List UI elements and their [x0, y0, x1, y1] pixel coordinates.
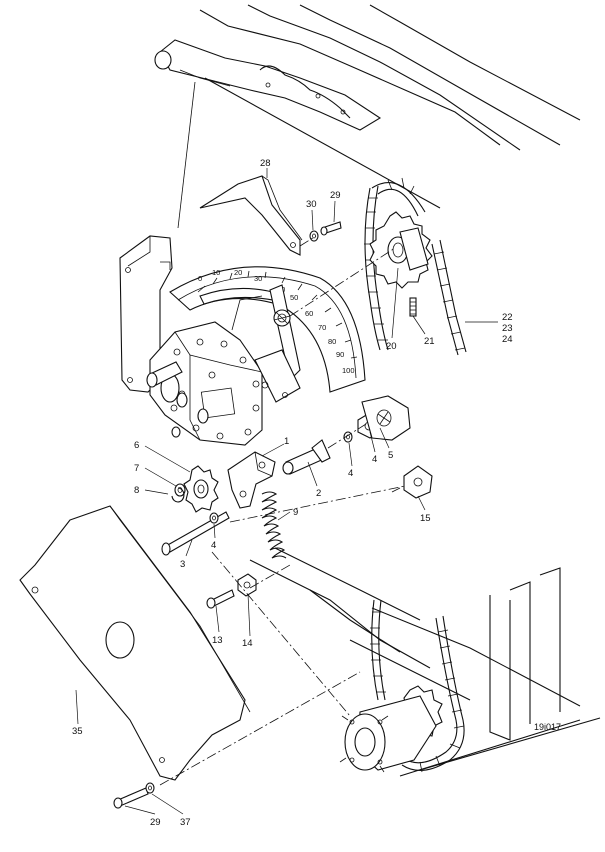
scale-label-0: 0 — [198, 274, 202, 283]
scale-label-60: 60 — [305, 309, 313, 318]
bolt-29-lower — [113, 787, 149, 809]
callout-14: 14 — [242, 638, 253, 649]
callout-22: 22 — [502, 312, 513, 323]
washer-30 — [309, 230, 319, 242]
drive-hub — [339, 695, 437, 773]
callout-7: 7 — [134, 463, 139, 474]
gearbox-input-shaft — [146, 361, 183, 388]
callout-37: 37 — [180, 817, 191, 828]
callout-5: 5 — [388, 450, 393, 461]
callout-1: 1 — [284, 436, 289, 447]
circlip-8 — [171, 487, 185, 503]
callout-4-mid: 4 — [372, 454, 377, 465]
frame-beam-top — [154, 4, 581, 151]
pivot-pin-2 — [282, 439, 331, 475]
scale-label-70: 70 — [318, 323, 326, 332]
upper-sprocket-20 — [369, 211, 433, 289]
bolt-13 — [206, 589, 235, 609]
callout-4-right: 4 — [348, 468, 353, 479]
tensioner-arm-1 — [227, 451, 276, 509]
lower-frame-member — [249, 547, 601, 777]
chain-guard-35 — [19, 505, 251, 781]
callout-numbers: 28 30 29 20 21 22 23 24 1 2 4 4 5 6 7 8 … — [72, 158, 513, 828]
bracket-28 — [199, 175, 303, 256]
bolt-29-upper — [320, 221, 342, 236]
callout-35: 35 — [72, 726, 83, 737]
callout-9: 9 — [293, 507, 298, 518]
scale-label-10: 10 — [212, 268, 220, 277]
nut-14 — [237, 573, 257, 597]
callout-20: 20 — [386, 341, 397, 352]
callout-21: 21 — [424, 336, 435, 347]
lower-drive-chain — [370, 599, 465, 773]
washer-7 — [174, 483, 186, 497]
callout-8: 8 — [134, 485, 139, 496]
washer-37 — [145, 782, 155, 794]
frame-leader-line — [177, 81, 196, 229]
callout-4-left: 4 — [211, 540, 216, 551]
assembly-center-lines — [159, 235, 406, 786]
scale-label-30: 30 — [254, 274, 262, 283]
washer-4-left — [209, 512, 219, 524]
callout-24: 24 — [502, 334, 513, 345]
callout-23: 23 — [502, 323, 513, 334]
scale-label-100: 100 — [342, 366, 355, 375]
bolt-3 — [161, 511, 230, 556]
scale-label-90: 90 — [336, 350, 344, 359]
tensioner-sprocket-6 — [183, 465, 219, 513]
callout-6: 6 — [134, 440, 139, 451]
drawing-code: 19i017 — [534, 722, 561, 732]
callout-28: 28 — [260, 158, 271, 169]
callout-3: 3 — [180, 559, 185, 570]
callout-15: 15 — [420, 513, 431, 524]
gearbox-housing — [149, 321, 263, 446]
callout-13: 13 — [212, 635, 223, 646]
upper-drive-chain — [364, 177, 467, 356]
nut-15 — [403, 465, 433, 499]
callout-2: 2 — [316, 488, 321, 499]
scale-label-80: 80 — [328, 337, 336, 346]
washer-15-hint — [391, 487, 401, 493]
set-screw-21 — [409, 297, 417, 317]
callout-30: 30 — [306, 199, 317, 210]
tension-spring-9 — [261, 491, 287, 559]
adjustment-lever — [231, 284, 301, 403]
callout-29-upper: 29 — [330, 190, 341, 201]
scale-label-50: 50 — [290, 293, 298, 302]
tensioner-plate — [361, 395, 411, 441]
callout-29-lower: 29 — [150, 817, 161, 828]
scale-label-20: 20 — [234, 268, 242, 277]
callout-leader-lines — [75, 168, 498, 815]
